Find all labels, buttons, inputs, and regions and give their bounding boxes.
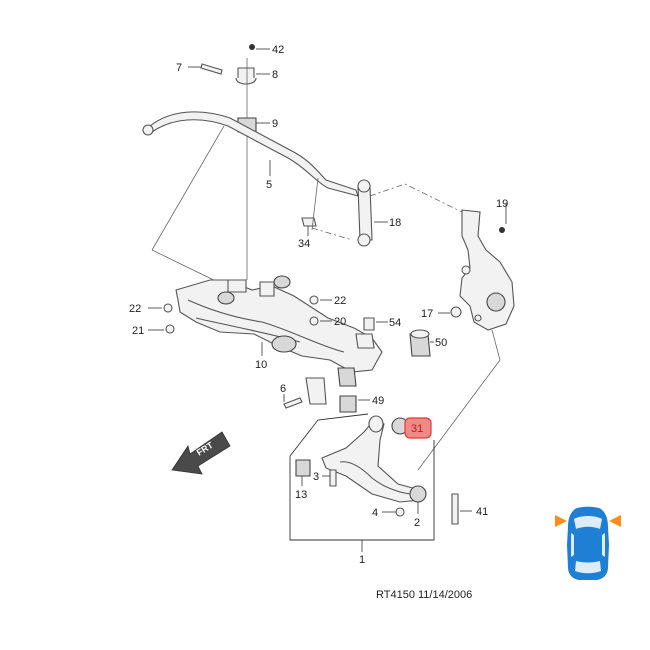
callout-5[interactable]: 5 (266, 179, 272, 191)
diagram-reference: RT4150 11/14/2006 (376, 589, 473, 601)
callout-3[interactable]: 3 (313, 471, 319, 483)
callout-1[interactable]: 1 (359, 554, 365, 566)
callout-34[interactable]: 34 (298, 238, 310, 250)
crossmember (148, 275, 434, 413)
control-arm-box (289, 413, 472, 552)
callout-7[interactable]: 7 (176, 62, 182, 74)
callout-22-left[interactable]: 22 (129, 303, 141, 315)
callout-22-right[interactable]: 22 (334, 295, 346, 307)
callout-19[interactable]: 19 (496, 198, 508, 210)
callout-21[interactable]: 21 (132, 325, 144, 337)
callout-17[interactable]: 17 (421, 308, 433, 320)
callout-49[interactable]: 49 (372, 395, 384, 407)
callout-42[interactable]: 42 (272, 44, 284, 56)
callout-54[interactable]: 54 (389, 317, 401, 329)
callout-9[interactable]: 9 (272, 118, 278, 130)
callout-50[interactable]: 50 (435, 337, 447, 349)
steering-knuckle (417, 204, 515, 471)
callout-20[interactable]: 20 (334, 316, 346, 328)
callout-41[interactable]: 41 (476, 506, 488, 518)
callout-13[interactable]: 13 (295, 489, 307, 501)
callout-6[interactable]: 6 (280, 383, 286, 395)
callout-10[interactable]: 10 (255, 359, 267, 371)
callout-31[interactable]: 31 (411, 423, 423, 435)
highlight-marker[interactable] (404, 417, 432, 439)
callout-18[interactable]: 18 (389, 217, 401, 229)
callout-labels: 42 7 8 9 5 19 18 34 22 22 21 20 17 54 50… (129, 44, 508, 566)
callout-4[interactable]: 4 (372, 507, 378, 519)
stabilizer-bar-group (142, 44, 463, 286)
right-marker-icon (609, 515, 621, 527)
left-marker-icon (555, 515, 567, 527)
front-direction-arrow: FRT (171, 431, 231, 475)
callout-2[interactable]: 2 (414, 517, 420, 529)
callout-8[interactable]: 8 (272, 69, 278, 81)
car-position-icon (555, 506, 621, 580)
